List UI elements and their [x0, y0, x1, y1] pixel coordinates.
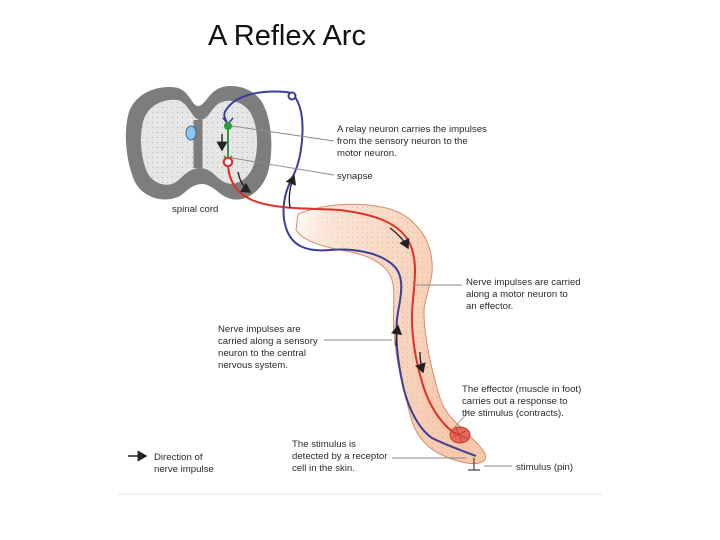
- motor-neuron: [222, 156, 457, 435]
- stimulus-pin: [468, 458, 480, 471]
- spinal-cord-label: spinal cord: [172, 204, 218, 215]
- legend-label: Direction of nerve impulse: [154, 452, 214, 475]
- legend: Direction of nerve impulse: [128, 450, 214, 475]
- sensory-neuron-label: Nerve impulses are carried along a senso…: [218, 324, 320, 371]
- stimulus-detected-label: The stimulus is detected by a receptor c…: [292, 439, 390, 474]
- dorsal-root-ganglion: [287, 91, 297, 101]
- leg: [295, 203, 487, 465]
- stimulus-label: stimulus (pin): [516, 462, 573, 473]
- relay-neuron-label: A relay neuron carries the impulses from…: [337, 124, 490, 159]
- impulse-direction-arrows: [216, 134, 426, 374]
- label-leader-lines: [231, 125, 512, 467]
- effector-label: The effector (muscle in foot) carries ou…: [462, 384, 584, 419]
- spinal-cord: [125, 86, 272, 200]
- motor-neuron-label: Nerve impulses are carried along a motor…: [466, 277, 583, 312]
- page-title: A Reflex Arc: [208, 20, 366, 52]
- central-canal: [185, 125, 197, 141]
- synapse-label: synapse: [337, 171, 373, 182]
- motor-neuron-cell-body: [222, 156, 234, 168]
